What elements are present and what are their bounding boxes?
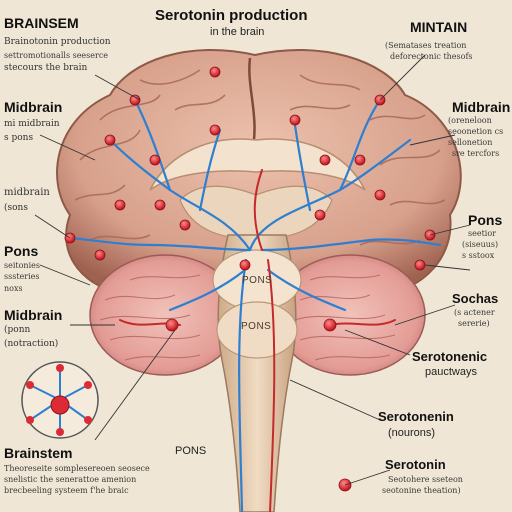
label-midbrain-lower-head: Midbrain [4, 307, 63, 323]
label-midbrain-right-l2: seoonetion cs [448, 127, 504, 136]
title-line-1: Serotonin production [155, 7, 308, 24]
neuron-inset [21, 361, 99, 439]
corpus-callosum [149, 138, 366, 191]
label-midbrain-lower-l1: (ponn [4, 325, 31, 335]
label-pons-left-l3: noxs [4, 284, 23, 293]
label-midbrain-right-l3: sellonetion [448, 138, 493, 147]
label-midbrain-small-head: midbrain [4, 187, 50, 198]
label-serotonergic-head: Serotonenic [412, 349, 488, 364]
label-midbrain-left-l2: s pons [4, 133, 34, 143]
label-pons-bottom: PONS [175, 445, 207, 457]
thalamus [179, 185, 333, 239]
label-midbrain-lower-l2: (notraction) [4, 339, 59, 349]
label-brainstem-top-head: BRAINSEM [4, 15, 79, 31]
label-midbrain-right-l1: (oreneloon [448, 116, 492, 125]
label-mintain-head: MINTAIN [410, 19, 468, 35]
label-brainstem-top-l3: stecours the brain [4, 63, 88, 73]
label-sochas-head: Sochas [452, 291, 499, 306]
label-mintain-l2: deforectonic thesofs [390, 52, 473, 61]
label-brainstem-bottom-head: Brainstem [4, 445, 73, 461]
label-brainstem-top-l2: settromotionalls seeserce [4, 51, 109, 60]
label-pons-left-l2: sssteries [4, 272, 40, 281]
label-pons-left-l1: seitonies [4, 261, 40, 270]
label-serotonenin-l1: (nourons) [388, 427, 436, 439]
label-midbrain-left-head: Midbrain [4, 99, 63, 115]
label-midbrain-left-l1: mi midbrain [4, 119, 60, 129]
label-pons-right-l3: s sstoox [462, 251, 495, 260]
organ-label-pons-mid: PONS [241, 321, 272, 332]
serotonin-neurons [64, 66, 436, 492]
label-serotonin-l2: seotonine theation) [382, 486, 461, 495]
label-serotonergic-l2: pauctways [425, 366, 477, 378]
label-pons-right-l2: (siseuus) [462, 240, 499, 249]
label-sochas-l2: sererie) [458, 319, 490, 328]
label-serotonin-l1: Seotohere sseteon [388, 475, 463, 484]
label-pons-right-l1: seetior [468, 229, 496, 238]
organ-label-pons-upper: PONS [242, 275, 273, 286]
label-serotonenin-head: Serotonenin [378, 409, 454, 424]
title-line-2: in the brain [210, 26, 265, 38]
label-midbrain-right-head: Midbrain [452, 99, 511, 115]
label-midbrain-small-l1: (sons [4, 203, 28, 213]
serotonergic-pathways [68, 98, 442, 512]
pons-mid-shape [216, 301, 298, 359]
label-brainstem-top-l1: Brainotonin production [4, 37, 111, 47]
leader-lines [34, 54, 471, 486]
label-midbrain-right-l4: sre tercfors [452, 149, 500, 158]
label-pons-right-head: Pons [468, 212, 503, 228]
label-brainstem-bottom-l3: brecbeeling systeem f'he braic [4, 486, 129, 495]
label-sochas-l1: (s actener [454, 308, 495, 317]
label-brainstem-bottom-l1: Theoreseite somplesereoen seosece [4, 464, 150, 473]
label-mintain-l1: (Sematases treation [385, 41, 467, 50]
label-pons-left-head: Pons [4, 243, 39, 259]
label-serotonin-head: Serotonin [385, 457, 446, 472]
label-brainstem-bottom-l2: snelistic the senerattoe amenion [4, 475, 137, 484]
